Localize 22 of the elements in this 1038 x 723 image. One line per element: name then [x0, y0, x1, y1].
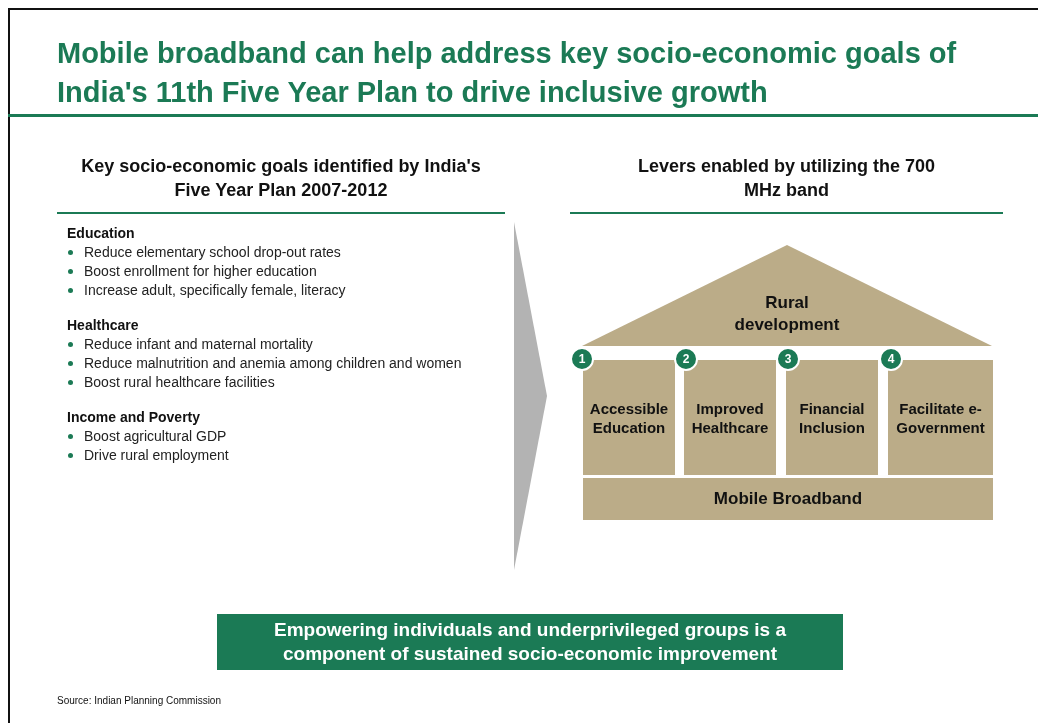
bullet-item: Reduce elementary school drop-out rates: [67, 243, 467, 262]
section-heading: Key socio-economic goals identified by India's Five Year Plan 2007-2012: [80, 155, 482, 202]
section-heading: Levers enabled by utilizing the 700 MHz band: [636, 155, 937, 202]
number-badge: 4: [879, 347, 903, 371]
group-heading: Healthcare: [67, 316, 140, 335]
number-badge: 1: [570, 347, 594, 371]
bullet-item: Reduce malnutrition and anemia among children and women: [67, 354, 467, 373]
group-heading: Income and Poverty: [67, 408, 202, 427]
bullet-item: Boost agricultural GDP: [67, 427, 467, 446]
foundation-bar: Mobile Broadband: [583, 478, 993, 520]
slide-title: Mobile broadband can help address key socio-economic goals of India's 11th Five Year Plan to drive inclusive growth: [57, 36, 958, 110]
message-banner: Empowering individuals and underprivileged groups is a component of sustained socio-economic improvement: [217, 614, 843, 670]
roof-triangle: Rural development: [582, 245, 992, 346]
number-badge: 2: [674, 347, 698, 371]
number-badge: 3: [776, 347, 800, 371]
group-heading: Education: [67, 224, 136, 243]
bullet-item: Boost rural healthcare facilities: [67, 373, 467, 392]
bullet-item: Reduce infant and maternal mortality: [67, 335, 467, 354]
bullet-item: Drive rural employment: [67, 446, 467, 465]
source-note: Source: Indian Planning Commission: [57, 695, 221, 706]
bullet-item: Boost enrollment for higher education: [67, 262, 467, 281]
bullet-item: Increase adult, specifically female, literacy: [67, 281, 467, 300]
